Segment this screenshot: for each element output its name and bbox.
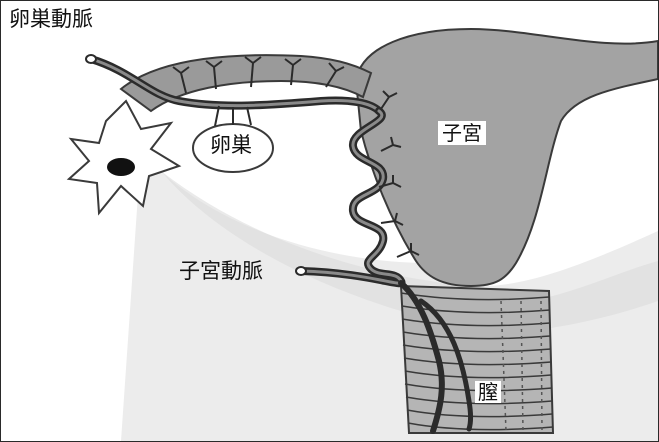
- label-ovarian-artery: 卵巣動脈: [9, 9, 93, 30]
- uterus-body: [356, 29, 658, 286]
- vagina-rings: [401, 286, 553, 433]
- ovarian-artery-end: [86, 55, 96, 63]
- label-uterus: 子宮: [438, 121, 486, 145]
- label-vagina: 膣: [475, 381, 501, 403]
- label-uterine-artery: 子宮動脈: [179, 261, 263, 282]
- uterine-artery-end: [296, 267, 306, 275]
- label-ovary: 卵巣: [210, 135, 252, 156]
- cell-nucleus: [107, 158, 135, 176]
